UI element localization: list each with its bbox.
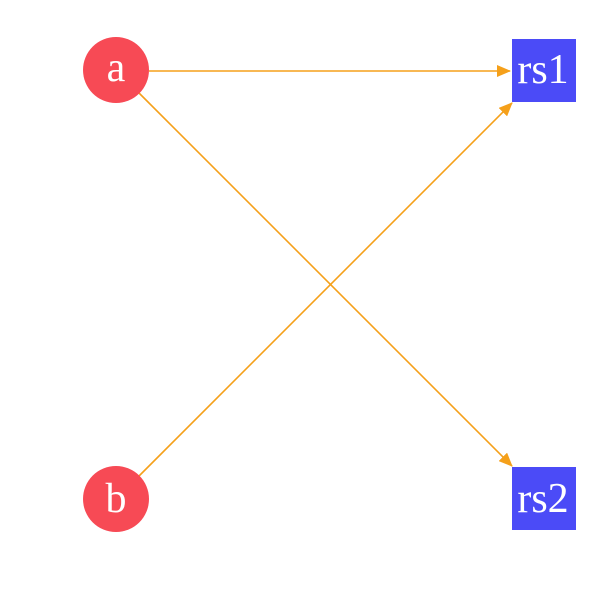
node-rs1-square: [512, 39, 576, 102]
node-b: b: [83, 466, 149, 532]
edge-b-rs1: [138, 102, 513, 477]
node-rs2-label: rs2: [517, 476, 568, 522]
node-rs1-label: rs1: [517, 47, 568, 93]
node-a: a: [83, 37, 149, 103]
node-a-circle: [83, 37, 149, 103]
edge-a-rs2: [138, 92, 513, 467]
node-rs1: rs1: [512, 39, 576, 102]
node-a-label: a: [107, 45, 126, 91]
node-b-circle: [83, 466, 149, 532]
node-rs2: rs2: [512, 467, 576, 530]
node-rs2-square: [512, 467, 576, 530]
node-b-label: b: [106, 476, 127, 522]
